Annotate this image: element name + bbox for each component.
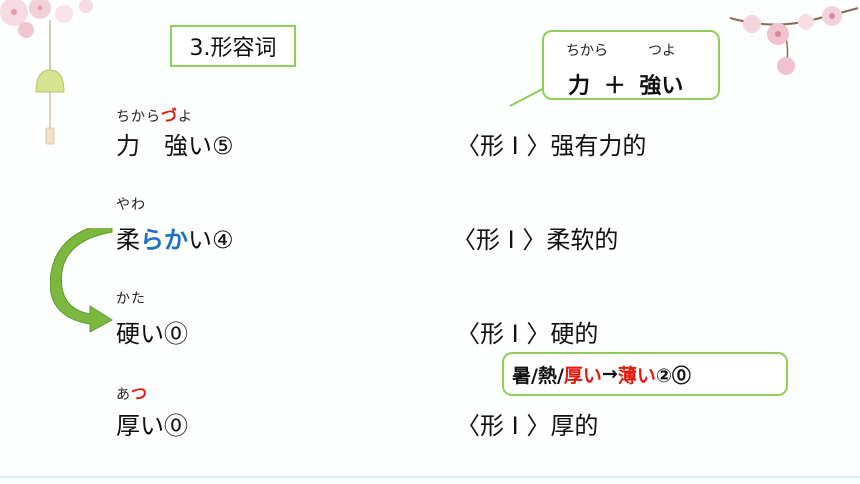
callout-bubble: ちから つよ 力 ＋ 強い [542,30,720,100]
curved-arrow-icon [50,228,113,332]
plus-sign: ＋ [603,74,626,99]
meaning-chikarazuyoi: 〈形 I 〉强有力的 [456,132,647,160]
ruby-atsui: あつ [116,384,149,403]
meaning-yawarakai: 〈形 I 〉柔软的 [452,226,619,254]
wind-chime-decoration [0,0,93,145]
meaning-katai: 〈形 I 〉硬的 [456,320,599,348]
callout-expression: 力 ＋ 強い [568,68,683,100]
callout-kanji-tsuyoi: 強い [639,74,684,99]
word-atsui: 厚い⓪ [116,412,188,440]
callout-ruby-tsuyo: つよ [648,43,676,59]
word-chikarazuyoi: 力 強い⑤ [116,132,234,160]
callout-kanji-chikara: 力 [568,74,591,99]
bottom-divider [0,476,860,478]
ruby-chikarazuyoi: ちからづよ [116,106,194,125]
ruby-katai: かた [116,291,146,307]
word-katai: 硬い⓪ [116,320,188,348]
ruby-yawarakai: やわ [116,197,146,213]
callout-ruby-chikara: ちから [566,43,608,59]
section-title: 3.形容词 [170,25,296,67]
word-yawarakai: 柔らかい④ [116,226,234,254]
meaning-atsui: 〈形 I 〉厚的 [456,412,599,440]
cherry-blossom-decoration [729,6,859,75]
